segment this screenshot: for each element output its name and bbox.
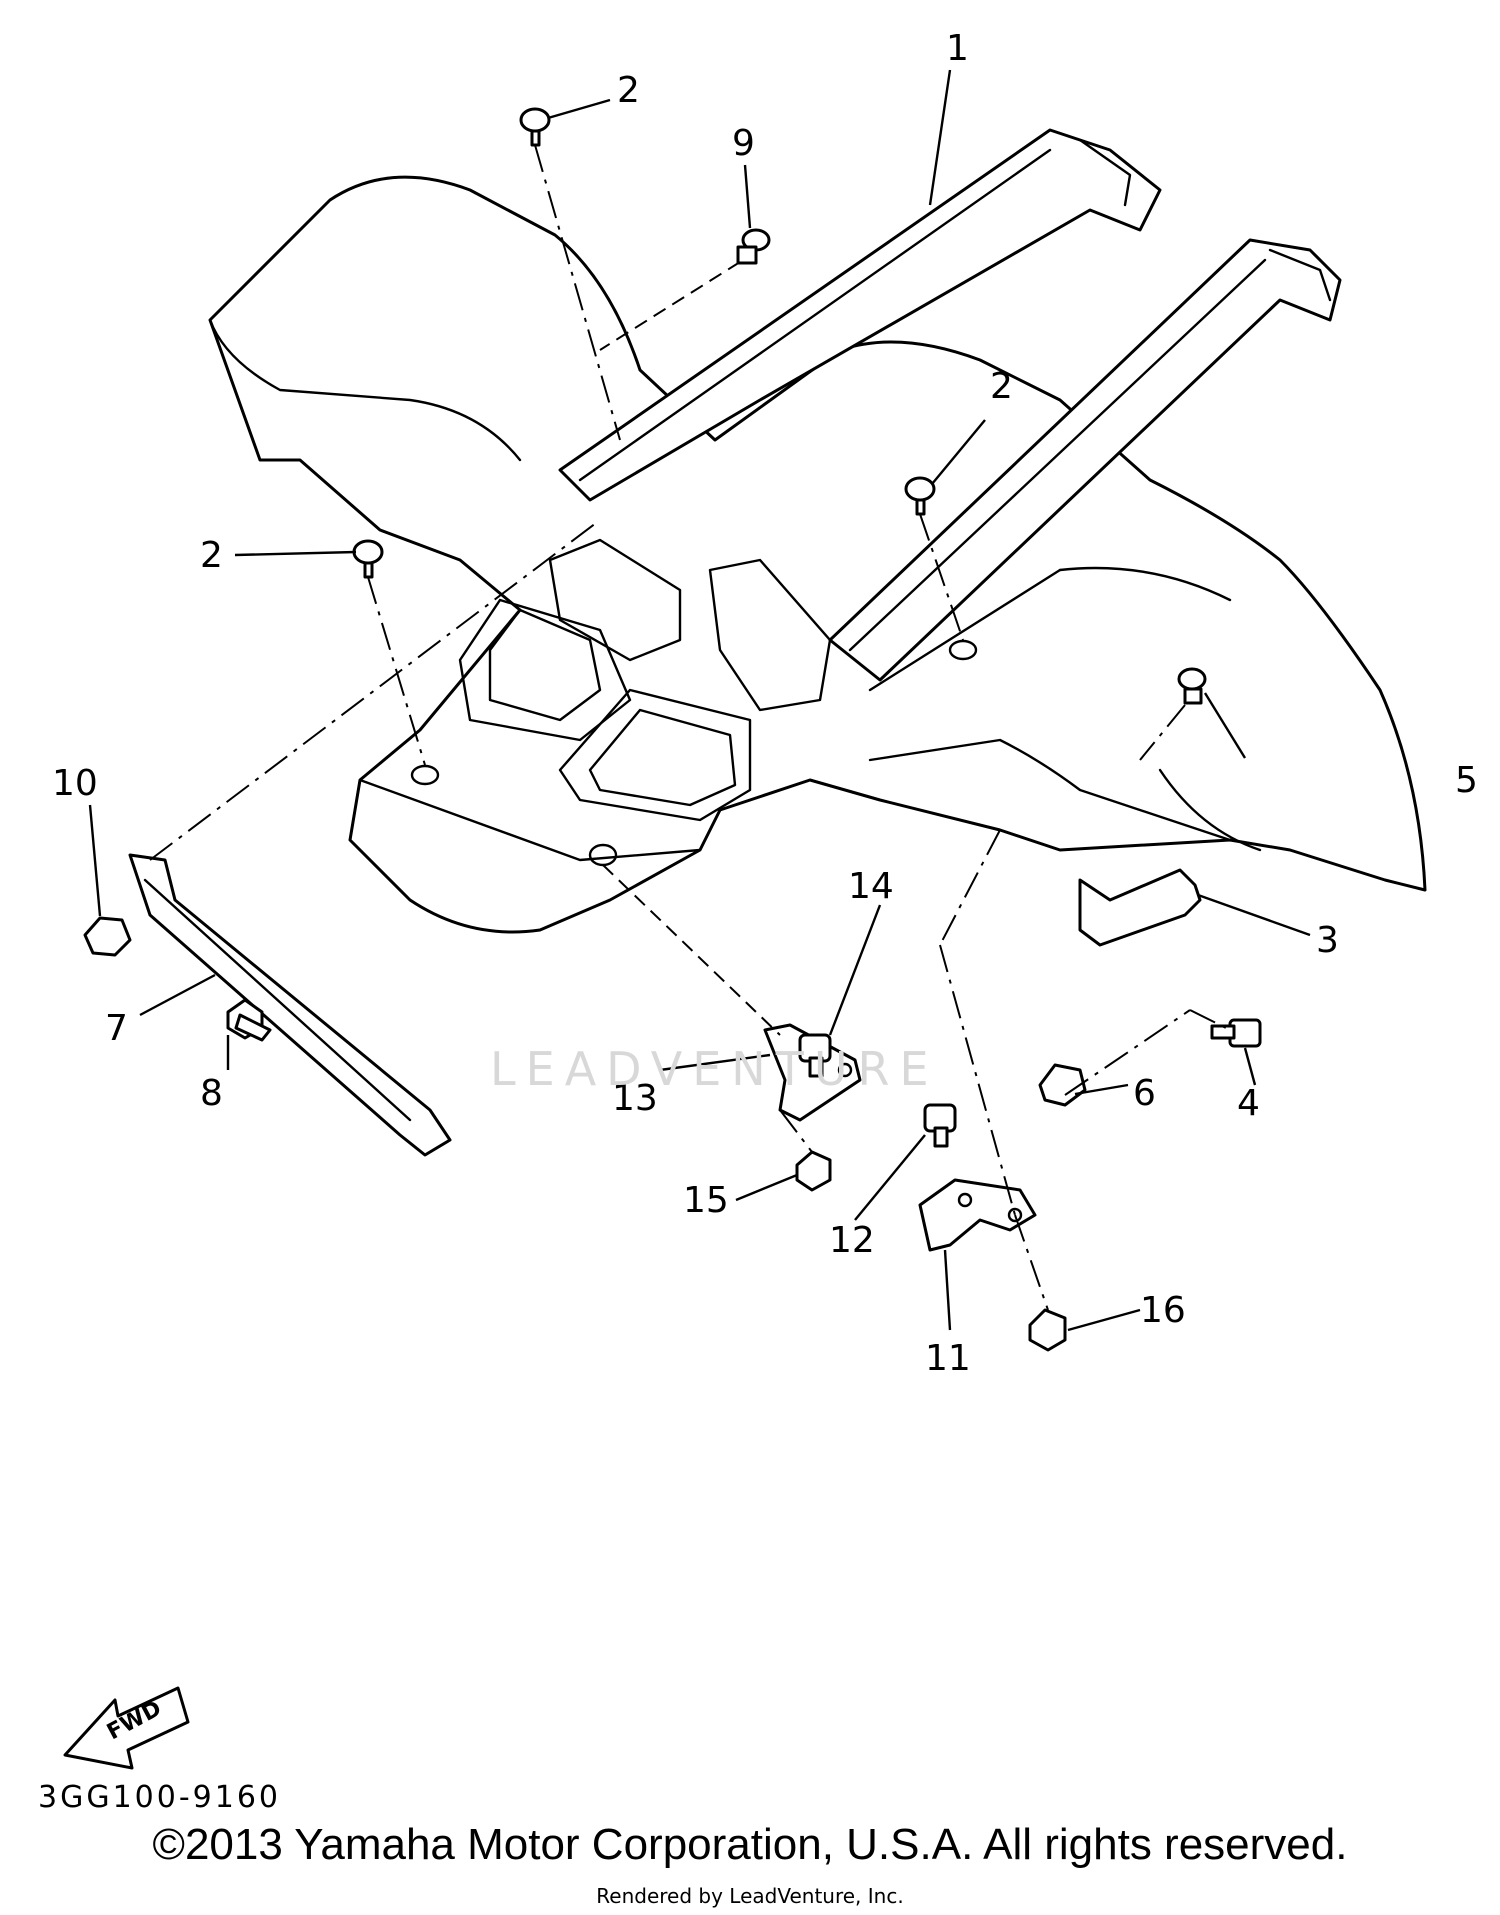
leader-lines <box>88 69 1311 1332</box>
watermark: LEADVENTURE <box>490 1042 939 1096</box>
callout-8: 8 <box>200 1073 223 1114</box>
callout-13: 13 <box>612 1078 658 1119</box>
rear-carrier-left <box>558 128 1162 502</box>
part-7-stay <box>128 853 452 1157</box>
part-11-bracket <box>918 1178 1037 1252</box>
callout-7: 7 <box>105 1008 128 1049</box>
callout-14: 14 <box>848 866 894 907</box>
callout-6: 6 <box>1133 1073 1156 1114</box>
attachment-lines <box>149 144 1231 1311</box>
fwd-arrow-icon: FWD <box>63 1686 190 1770</box>
drawing-code: 3GG100-9160 <box>38 1780 282 1815</box>
callout-16: 16 <box>1140 1290 1186 1331</box>
copyright-notice: ©2013 Yamaha Motor Corporation, U.S.A. A… <box>152 1820 1348 1869</box>
callout-1: 1 <box>946 28 969 69</box>
callout-10: 10 <box>52 763 98 804</box>
rendered-by-note: Rendered by LeadVenture, Inc. <box>596 1884 904 1908</box>
rear-carrier-right <box>828 238 1342 682</box>
callout-11: 11 <box>925 1338 971 1379</box>
callout-12: 12 <box>829 1220 875 1261</box>
callout-2-top: 2 <box>617 70 640 111</box>
callout-9: 9 <box>732 123 755 164</box>
hardware <box>83 107 1262 1352</box>
part-3-clip <box>1078 868 1202 947</box>
rear-fender <box>208 175 1427 934</box>
callout-2-right: 2 <box>990 366 1013 407</box>
callouts: 1 2 9 2 2 5 10 14 3 7 8 13 6 4 15 12 11 … <box>52 28 1478 1379</box>
callout-5: 5 <box>1455 760 1478 801</box>
callout-4: 4 <box>1237 1083 1260 1124</box>
callout-15: 15 <box>683 1180 729 1221</box>
callout-3: 3 <box>1316 920 1339 961</box>
callout-2-left: 2 <box>200 535 223 576</box>
